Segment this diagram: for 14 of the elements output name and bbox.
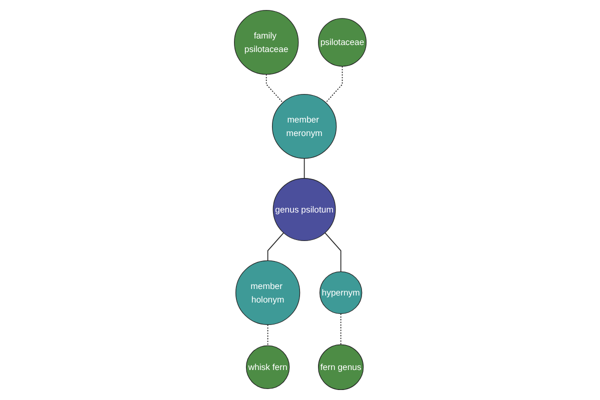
node-circle: hypernym <box>319 271 362 314</box>
connector <box>267 232 284 262</box>
node-circle: psilotaceae <box>318 18 366 67</box>
node-circle: family psilotaceae <box>234 10 298 75</box>
connector <box>324 232 341 272</box>
connector <box>267 324 268 346</box>
node-circle: whisk fern <box>246 345 290 390</box>
node-circle: member holonym <box>235 260 300 326</box>
connector <box>325 66 342 104</box>
connector <box>340 313 341 346</box>
node-circle: genus psilotum <box>272 178 336 242</box>
connector <box>266 74 283 104</box>
node-circle: member meronym <box>272 94 336 159</box>
node-circle: fern genus <box>318 344 364 390</box>
